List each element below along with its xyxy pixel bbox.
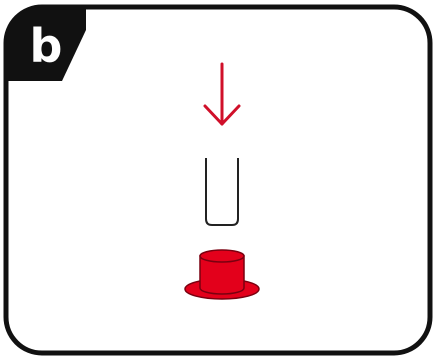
step-badge <box>6 7 86 81</box>
tube-icon <box>205 158 239 226</box>
panel-frame <box>3 4 433 356</box>
step-label: b <box>29 19 63 73</box>
cap-icon <box>184 249 260 300</box>
arrow-down-icon <box>203 62 241 126</box>
